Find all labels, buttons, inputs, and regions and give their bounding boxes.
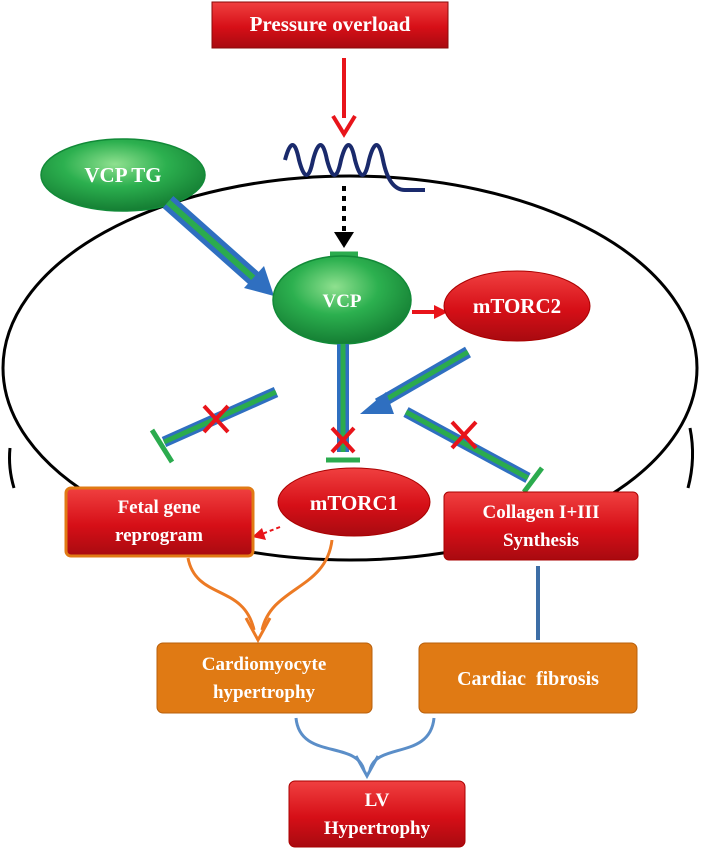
vcp-to-fetal-inhibit (149, 386, 279, 464)
nucleus-arc-left (8, 447, 16, 489)
fetal-gene-box: Fetal gene reprogram (64, 486, 255, 558)
collagen-line2: Synthesis (503, 530, 579, 551)
lv-line1: LV (365, 790, 390, 811)
vcptg-to-vcp-arrow (162, 196, 274, 296)
mtorc1-label: mTORC1 (310, 491, 398, 515)
to-cardiomyocyte-brace (186, 539, 334, 644)
cardiac-fibrosis-label: Cardiac fibrosis (457, 668, 599, 690)
pressure-overload-label: Pressure overload (250, 12, 411, 36)
vcp-to-mtorc1-inhibit (326, 344, 360, 463)
mtorc2-label: mTORC2 (473, 294, 561, 318)
to-lv-brace (294, 717, 436, 780)
pressure-to-receptor-arrow (331, 58, 357, 138)
fetal-gene-line2: reprogram (115, 525, 203, 546)
vcp-label: VCP (322, 291, 361, 312)
fetal-gene-line1: Fetal gene (118, 497, 201, 518)
block-x-icon (330, 426, 356, 454)
vcp-tg-label: VCP TG (84, 163, 161, 187)
block-x-icon (202, 404, 230, 434)
cardiomyocyte-box: Cardiomyocyte hypertrophy (156, 642, 373, 714)
mtorc2-node: mTORC2 (443, 270, 591, 342)
receptor-icon (283, 143, 425, 192)
vcp-to-mtorc2-arrow (412, 305, 448, 319)
collagen-line1: Collagen I+III (483, 502, 600, 523)
cardiomyocyte-line2: hypertrophy (213, 682, 316, 703)
receptor-to-vcp-dotted-arrow (334, 186, 354, 248)
cardiac-fibrosis-box: Cardiac fibrosis (418, 642, 638, 714)
nucleus-arc-right (686, 427, 695, 489)
lv-line2: Hypertrophy (324, 818, 431, 839)
lv-hypertrophy-box: LV Hypertrophy (288, 780, 466, 848)
cardiomyocyte-line1: Cardiomyocyte (202, 654, 327, 675)
vcp-to-collagen-inhibit (403, 407, 544, 494)
vcp-tg-node: VCP TG (40, 138, 206, 212)
block-x-icon (450, 420, 478, 450)
mtorc1-node: mTORC1 (277, 467, 431, 537)
cell-membrane (1, 174, 699, 562)
vcp-node: VCP (272, 255, 412, 345)
pressure-overload-box: Pressure overload (211, 1, 449, 49)
mtorc2-to-mtorc1-arrow (360, 346, 472, 414)
mtorc1-to-fetal-arrow (252, 526, 281, 540)
collagen-box: Collagen I+III Synthesis (443, 491, 639, 561)
